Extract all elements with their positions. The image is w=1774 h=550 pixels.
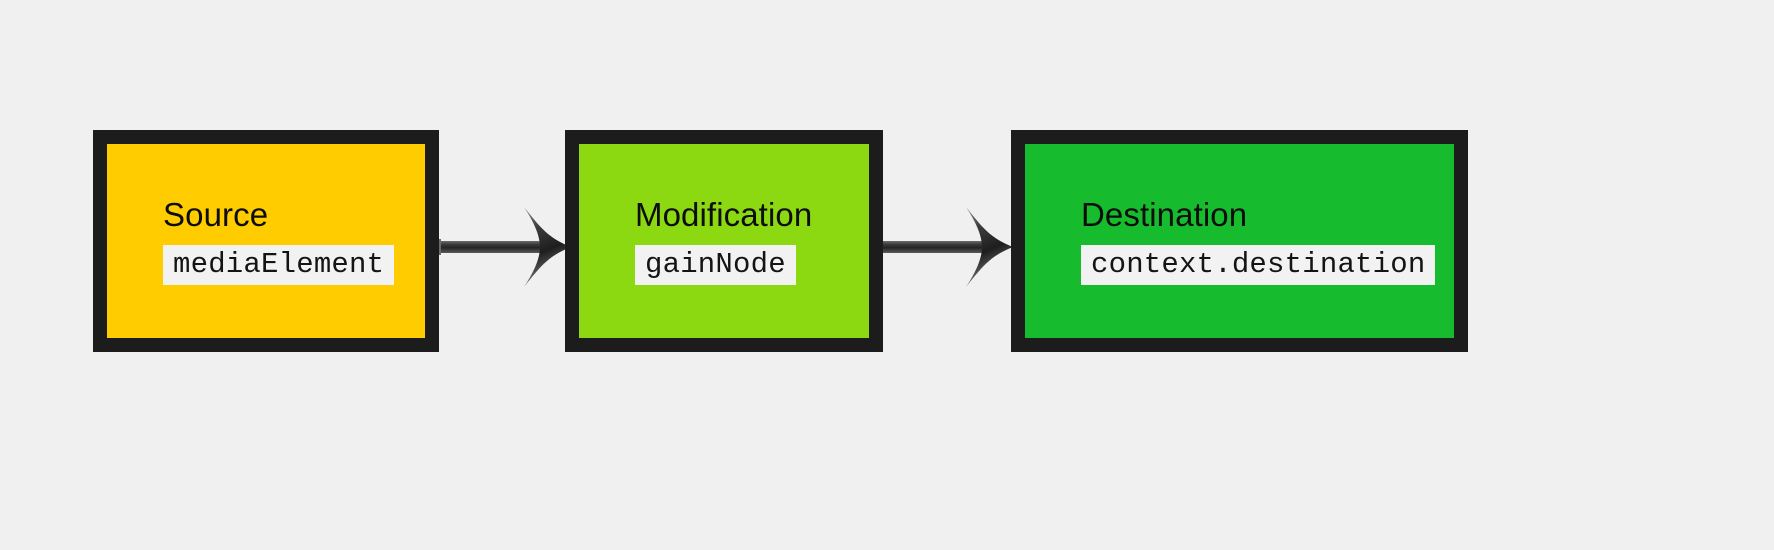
node-destination-title: Destination xyxy=(1081,196,1248,233)
node-modification[interactable]: Modification gainNode xyxy=(565,130,883,352)
arrow-source-to-modification xyxy=(436,207,571,287)
node-modification-content: Modification gainNode xyxy=(579,197,869,285)
arrow-modification-to-destination xyxy=(876,207,1013,287)
node-destination-content: Destination context.destination xyxy=(1025,197,1454,285)
node-source-content: Source mediaElement xyxy=(107,197,425,285)
node-destination[interactable]: Destination context.destination xyxy=(1011,130,1468,352)
node-destination-code: context.destination xyxy=(1081,245,1436,285)
node-source[interactable]: Source mediaElement xyxy=(93,130,439,352)
node-modification-title: Modification xyxy=(635,196,813,233)
node-source-title: Source xyxy=(163,196,269,233)
node-source-code: mediaElement xyxy=(163,245,395,285)
node-modification-code: gainNode xyxy=(635,245,796,285)
